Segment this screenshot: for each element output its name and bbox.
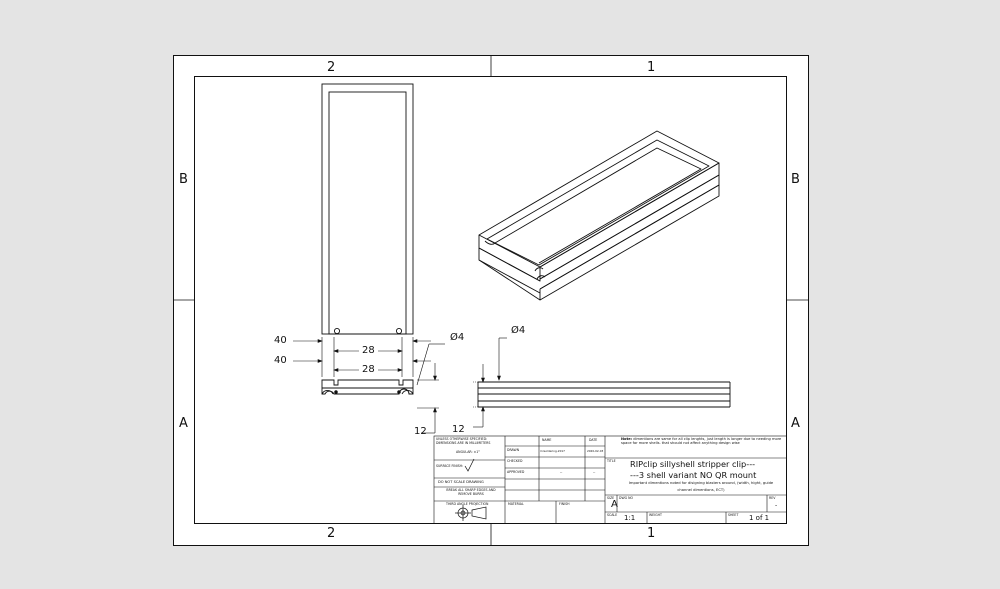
dim-height-side: 12 (452, 424, 465, 435)
zone-bottom-1: 1 (647, 526, 656, 541)
projection-label: THIRD ANGLE PROJECTION (446, 502, 489, 506)
note-prefix: Note: (621, 437, 633, 441)
title-line-1: RIPclip sillyshell stripper clip--- (630, 459, 756, 469)
sheet-label: SHEET (728, 513, 739, 517)
dim-hole-side: Ø4 (511, 325, 526, 336)
zone-top-2: 2 (327, 60, 336, 75)
isometric-view (478, 130, 720, 301)
front-dimensions (293, 337, 445, 434)
drawn-name: mrsoldering-2017 (540, 449, 565, 453)
dim-span-upper: 28 (362, 345, 375, 356)
zone-right-b: B (791, 172, 800, 187)
date-header: DATE (589, 438, 598, 442)
dim-hole-front: Ø4 (450, 332, 465, 343)
size-value: A (611, 499, 618, 510)
surface-finish-label: SURFACE FINISH: (436, 464, 464, 468)
drawn-date: 2020-02-03 (587, 449, 604, 453)
scale-label: SCALE (607, 513, 618, 517)
dwg-label: DWG NO (619, 496, 633, 500)
dim-span-lower: 28 (362, 364, 375, 375)
drawn-label: DRAWN (507, 448, 520, 452)
end-view (321, 379, 414, 395)
design-note: Note: dimentions are same for all clip l… (621, 437, 787, 446)
important-note: Important dimentions noted for disigning… (628, 481, 774, 492)
title-label: TITLE (607, 459, 616, 463)
title-line-2: ---3 shell variant NO QR mount (630, 470, 757, 480)
zone-left-b: B (179, 172, 188, 187)
projection-symbol (455, 505, 487, 521)
tolerance-angular: ANGULAR: ±1° (456, 450, 480, 454)
title-block-grid (433, 435, 787, 524)
tolerance-note: UNLESS OTHERWISE SPECIFIED: DIMENSIONS A… (436, 437, 491, 445)
dim-width-outer: 40 (274, 335, 287, 346)
dim-width-inner: 40 (274, 355, 287, 366)
sheet-value: 1 of 1 (749, 514, 770, 522)
zone-right-a: A (791, 416, 800, 431)
dim-height-front: 12 (414, 426, 427, 437)
size-label: SIZE (607, 496, 615, 500)
finish-label: FINISH (559, 502, 570, 506)
drawing-canvas (173, 55, 809, 546)
top-view (321, 83, 414, 335)
approved-name: -- (560, 470, 563, 474)
material-label: MATERIAL (508, 502, 524, 506)
weight-label: WEIGHT (649, 513, 662, 517)
scale-value: 1:1 (624, 514, 636, 522)
sheet-border (173, 55, 809, 546)
do-not-scale: DO NOT SCALE DRAWING (438, 480, 484, 484)
zone-top-1: 1 (647, 60, 656, 75)
checked-label: CHECKED (507, 459, 523, 463)
note-text: dimentions are same for all clip lenghts… (621, 437, 782, 446)
side-view (477, 381, 731, 408)
break-edges: BREAK ALL SHARP EDGES AND REMOVE BURRS (446, 488, 496, 496)
name-header: NAME (542, 438, 552, 442)
zone-left-a: A (179, 416, 188, 431)
surface-finish-symbol (464, 458, 475, 472)
rev-label: REV (769, 496, 776, 500)
drawing-sheet: 2 1 2 1 B A B A 40 40 28 28 Ø4 Ø4 12 12 … (173, 55, 809, 546)
zone-bottom-2: 2 (327, 526, 336, 541)
side-dimensions (473, 337, 507, 428)
approved-label: APPROVED (507, 470, 525, 474)
rev-value: - (775, 502, 778, 509)
approved-date: -- (593, 470, 596, 474)
